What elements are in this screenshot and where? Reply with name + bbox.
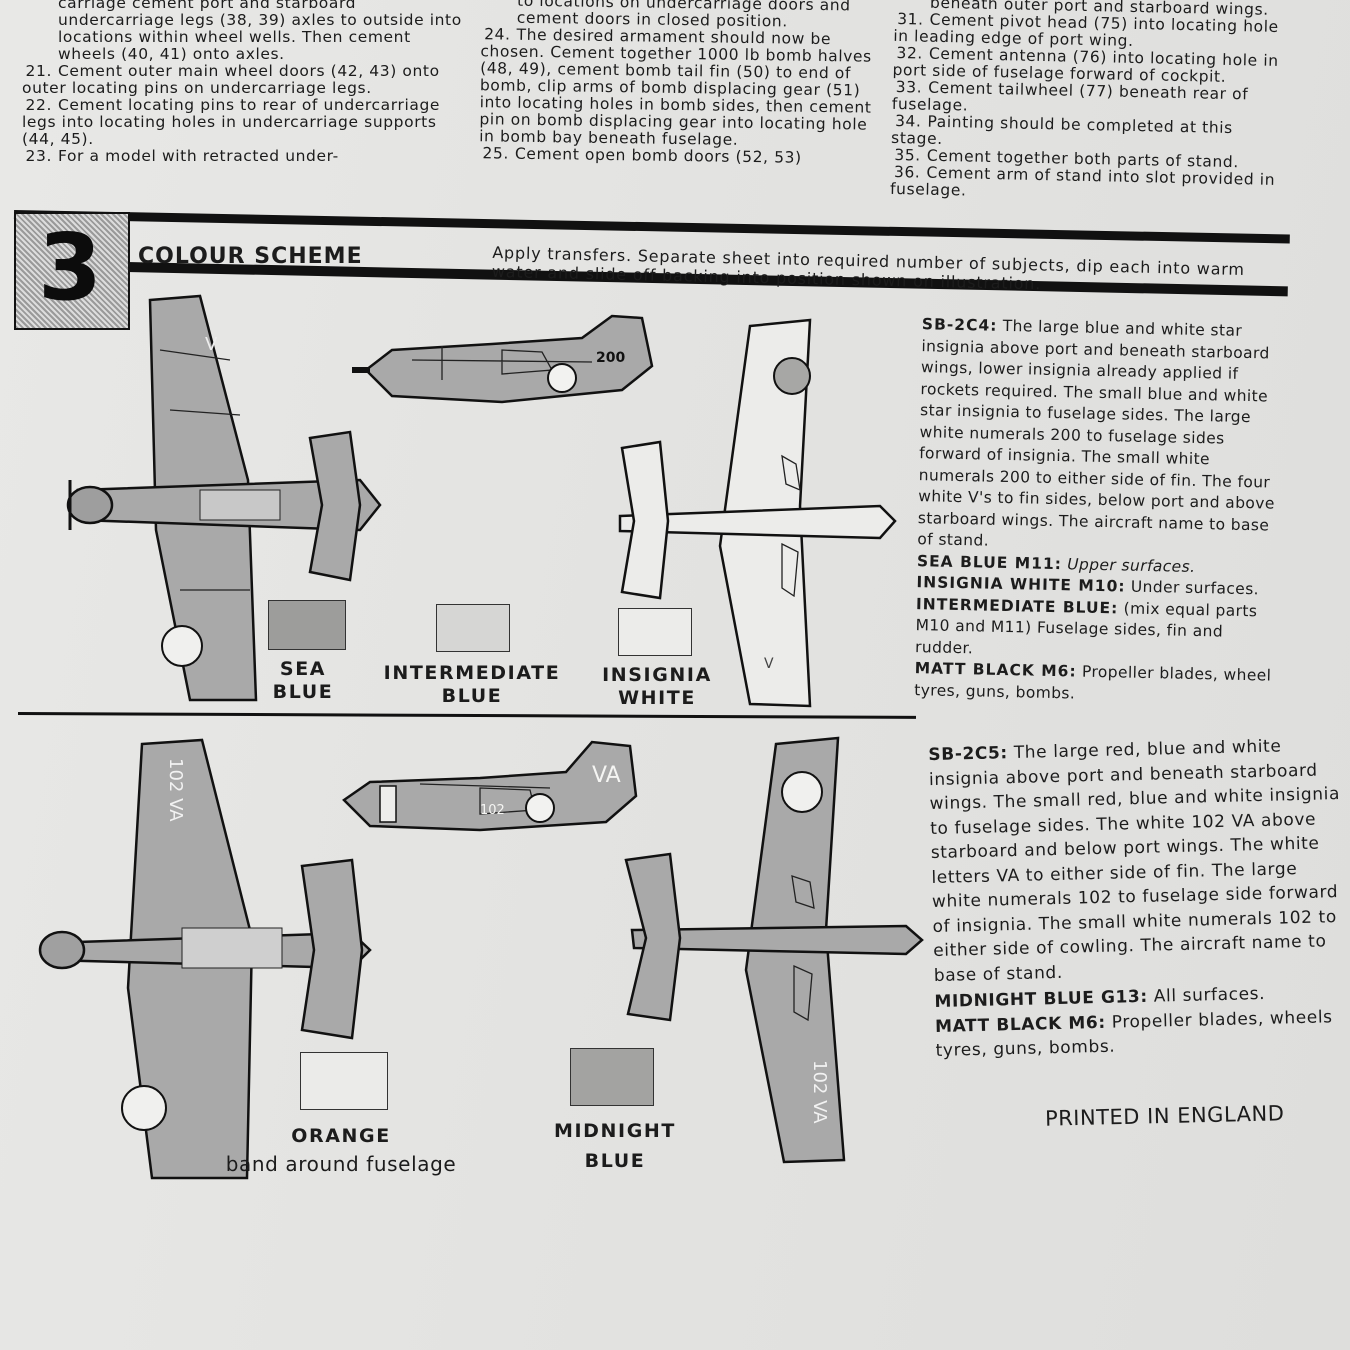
step-text: Cement pivot head (75) into locating hol… [893,10,1279,50]
fuselage-numeral-102: 102 [480,803,505,818]
sb2c5-body: The large red, blue and white insignia a… [928,736,1341,986]
swatch-midnight-blue [570,1048,654,1106]
instruction-step: 21.Cement outer main wheel doors (42, 43… [22,63,462,97]
step-number: 31. [897,10,924,29]
step-text: Painting should be completed at this sta… [890,112,1234,148]
sb2c4-description: SB-2C4: The large blue and white star in… [914,314,1290,709]
sb2c5-plan-top: 102 VA [38,738,372,1180]
printed-in-england: PRINTED IN ENGLAND [1044,1101,1285,1131]
instruction-step: carriage cement port and starboard under… [22,0,462,63]
step-number: 24. [484,25,511,44]
section-title: COLOUR SCHEME [138,244,363,269]
step-number: 21. [25,62,52,80]
step-text: Cement outer main wheel doors (42, 43) o… [22,62,440,97]
sb2c4-plan-top: V [66,294,382,702]
sb2c4-side-view: 200 [352,314,654,404]
sb2c5-description: SB-2C5: The large red, blue and white in… [928,733,1348,1063]
sb2c5-plan-underside: 102 VA [624,736,924,1164]
swatch-sea-blue [268,600,346,650]
instructions-column-right: beneath outer port and starboard wings.3… [890,0,1284,206]
step-text: carriage cement port and starboard under… [58,0,462,63]
wing-code-102va-under: 102 VA [809,1060,830,1124]
sb2c4-paint-4: MATT BLACK M6: Propeller blades, wheel t… [914,659,1272,702]
fin-letters-va: VA [592,763,621,788]
instruction-step: 22.Cement locating pins to rear of under… [22,97,462,148]
step-number: 22. [25,96,52,114]
section-intro: Apply transfers. Separate sheet into req… [491,242,1245,294]
swatch-insignia-white [618,608,692,656]
wing-code-102va: 102 VA [165,758,186,822]
step-number: 23. [25,147,52,165]
instructions-column-left: carriage cement port and starboard under… [22,0,462,165]
step-text: Cement tailwheel (77) beneath rear of fu… [891,78,1249,115]
instruction-step: 24.The desired armament should now be ch… [479,25,881,151]
section-rule-top [13,210,1290,244]
step-text: Cement arm of stand into slot provided i… [889,163,1276,200]
sb2c4-plan-underside: V [618,318,897,708]
step-number: 25. [482,144,510,163]
sb2c4-paint-3: INTERMEDIATE BLUE: (mix equal parts M10 … [914,594,1258,657]
step-text: Cement open bomb doors (52, 53) [514,144,802,167]
step-number: 34. [894,111,922,131]
sb2c5-title: SB-2C5: [928,743,1009,766]
step-number: 32. [896,44,924,63]
swatch-orange [300,1052,388,1110]
fuselage-numeral-200: 200 [596,350,625,366]
step-number: 35. [894,145,921,165]
step-text: Cement locating pins to rear of undercar… [22,96,441,148]
step-number: 36. [893,162,921,182]
sb2c5-side-view: VA 102 [342,740,638,832]
sb2c4-body: The large blue and white star insignia a… [917,316,1275,550]
section-number-badge: 3 [14,212,130,330]
v-marking-under: V [764,656,774,672]
step-text: The desired armament should now be chose… [479,25,872,149]
sb2c4-title: SB-2C4: [921,315,998,335]
instructions-column-middle: to locations on undercarriage doors and … [479,0,881,168]
section-number: 3 [38,214,103,321]
instruction-step: 36.Cement arm of stand into slot provide… [889,162,1281,206]
instruction-step: 23. For a model with retracted under- [22,148,462,165]
v-marking: V [205,334,218,355]
step-number: 33. [895,77,923,97]
swatch-label-orange: ORANGE band around fuselage [225,1125,457,1176]
swatch-intermediate-blue [436,604,510,652]
sb2c5-paint-2: MATT BLACK M6: Propeller blades, wheels … [934,1006,1333,1061]
step-text: For a model with retracted under- [58,147,339,165]
